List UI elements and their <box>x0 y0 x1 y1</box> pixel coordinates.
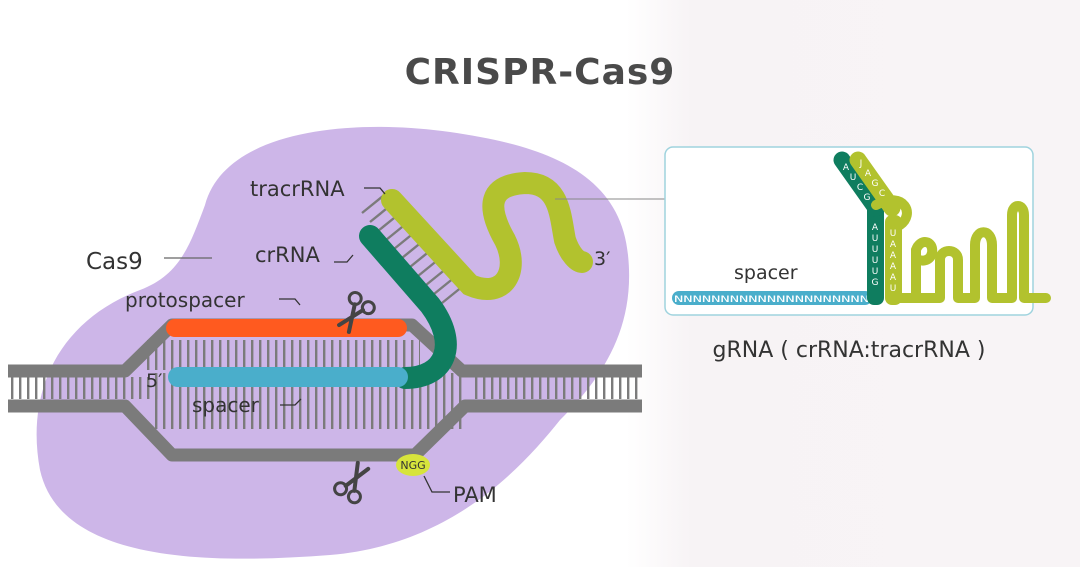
svg-text:A: A <box>865 169 872 179</box>
spacer-label: spacer <box>192 393 260 417</box>
ngg-badge <box>396 454 430 476</box>
protospacer-leader <box>279 298 301 306</box>
inset-spacer-bar <box>672 291 872 305</box>
inset-crrna-stem <box>867 198 884 305</box>
svg-text:A: A <box>890 262 897 272</box>
grna-inset: spacer NNNNNNNNNNNNNNNNNNNNN A U U U U G… <box>664 146 1051 316</box>
spacer-leader <box>280 398 302 406</box>
svg-text:J: J <box>859 159 863 169</box>
svg-text:U: U <box>850 173 857 183</box>
diagram-title: CRISPR-Cas9 <box>404 52 676 93</box>
scissors-icon-top <box>337 290 376 334</box>
svg-text:G: G <box>872 179 879 189</box>
svg-text:A: A <box>843 163 850 173</box>
svg-text:A: A <box>872 223 879 233</box>
inset-tracr-hairpins <box>893 201 1051 303</box>
three-prime-label: 3′ <box>594 248 610 270</box>
dna-bottom-strand <box>8 399 642 462</box>
crrna-strand <box>359 225 457 389</box>
scissors-icon-bottom <box>333 460 371 505</box>
cas9-label: Cas9 <box>86 249 143 275</box>
grna-caption: gRNA ( crRNA:tracrRNA ) <box>712 338 986 363</box>
svg-text:U: U <box>890 229 897 239</box>
svg-text:A: A <box>890 240 897 250</box>
inset-tracr-stem-letters: U A A A A U <box>890 229 897 294</box>
inset-tracr-stem <box>885 215 902 305</box>
inset-crrna-arm <box>833 151 885 217</box>
inset-spacer-sequence: NNNNNNNNNNNNNNNNNNNNN <box>674 294 869 305</box>
svg-text:C: C <box>857 183 863 193</box>
svg-text:G: G <box>872 278 879 288</box>
pam-leader <box>423 475 450 493</box>
svg-text:U: U <box>872 256 879 266</box>
svg-text:A: A <box>890 273 897 283</box>
crrna-leader <box>334 254 354 263</box>
inset-spacer-label: spacer <box>734 262 798 284</box>
inset-crrna-loop-letters: A U C G <box>843 163 871 203</box>
tracrrna-strand <box>381 171 593 300</box>
crrna-label: crRNA <box>255 243 320 267</box>
inset-crrna-stem-letters: A U U U U G <box>872 223 879 288</box>
svg-text:C: C <box>879 189 885 199</box>
svg-text:U: U <box>872 245 879 255</box>
inset-tracr-bulge <box>871 195 912 230</box>
tracrrna-leader <box>364 187 386 195</box>
ngg-badge-label: NGG <box>400 459 425 472</box>
svg-text:U: U <box>872 267 879 277</box>
protospacer-label: protospacer <box>125 288 245 312</box>
svg-text:U: U <box>890 284 897 294</box>
svg-text:A: A <box>890 251 897 261</box>
inset-tracr-loop-letters: J A G C <box>859 159 885 199</box>
tracrrna-label: tracrRNA <box>250 177 345 201</box>
pam-label: PAM <box>453 483 497 507</box>
inset-tracr-side-loop <box>911 237 938 266</box>
five-prime-label: 5′ <box>146 370 162 392</box>
svg-text:U: U <box>872 234 879 244</box>
svg-text:G: G <box>864 193 871 203</box>
